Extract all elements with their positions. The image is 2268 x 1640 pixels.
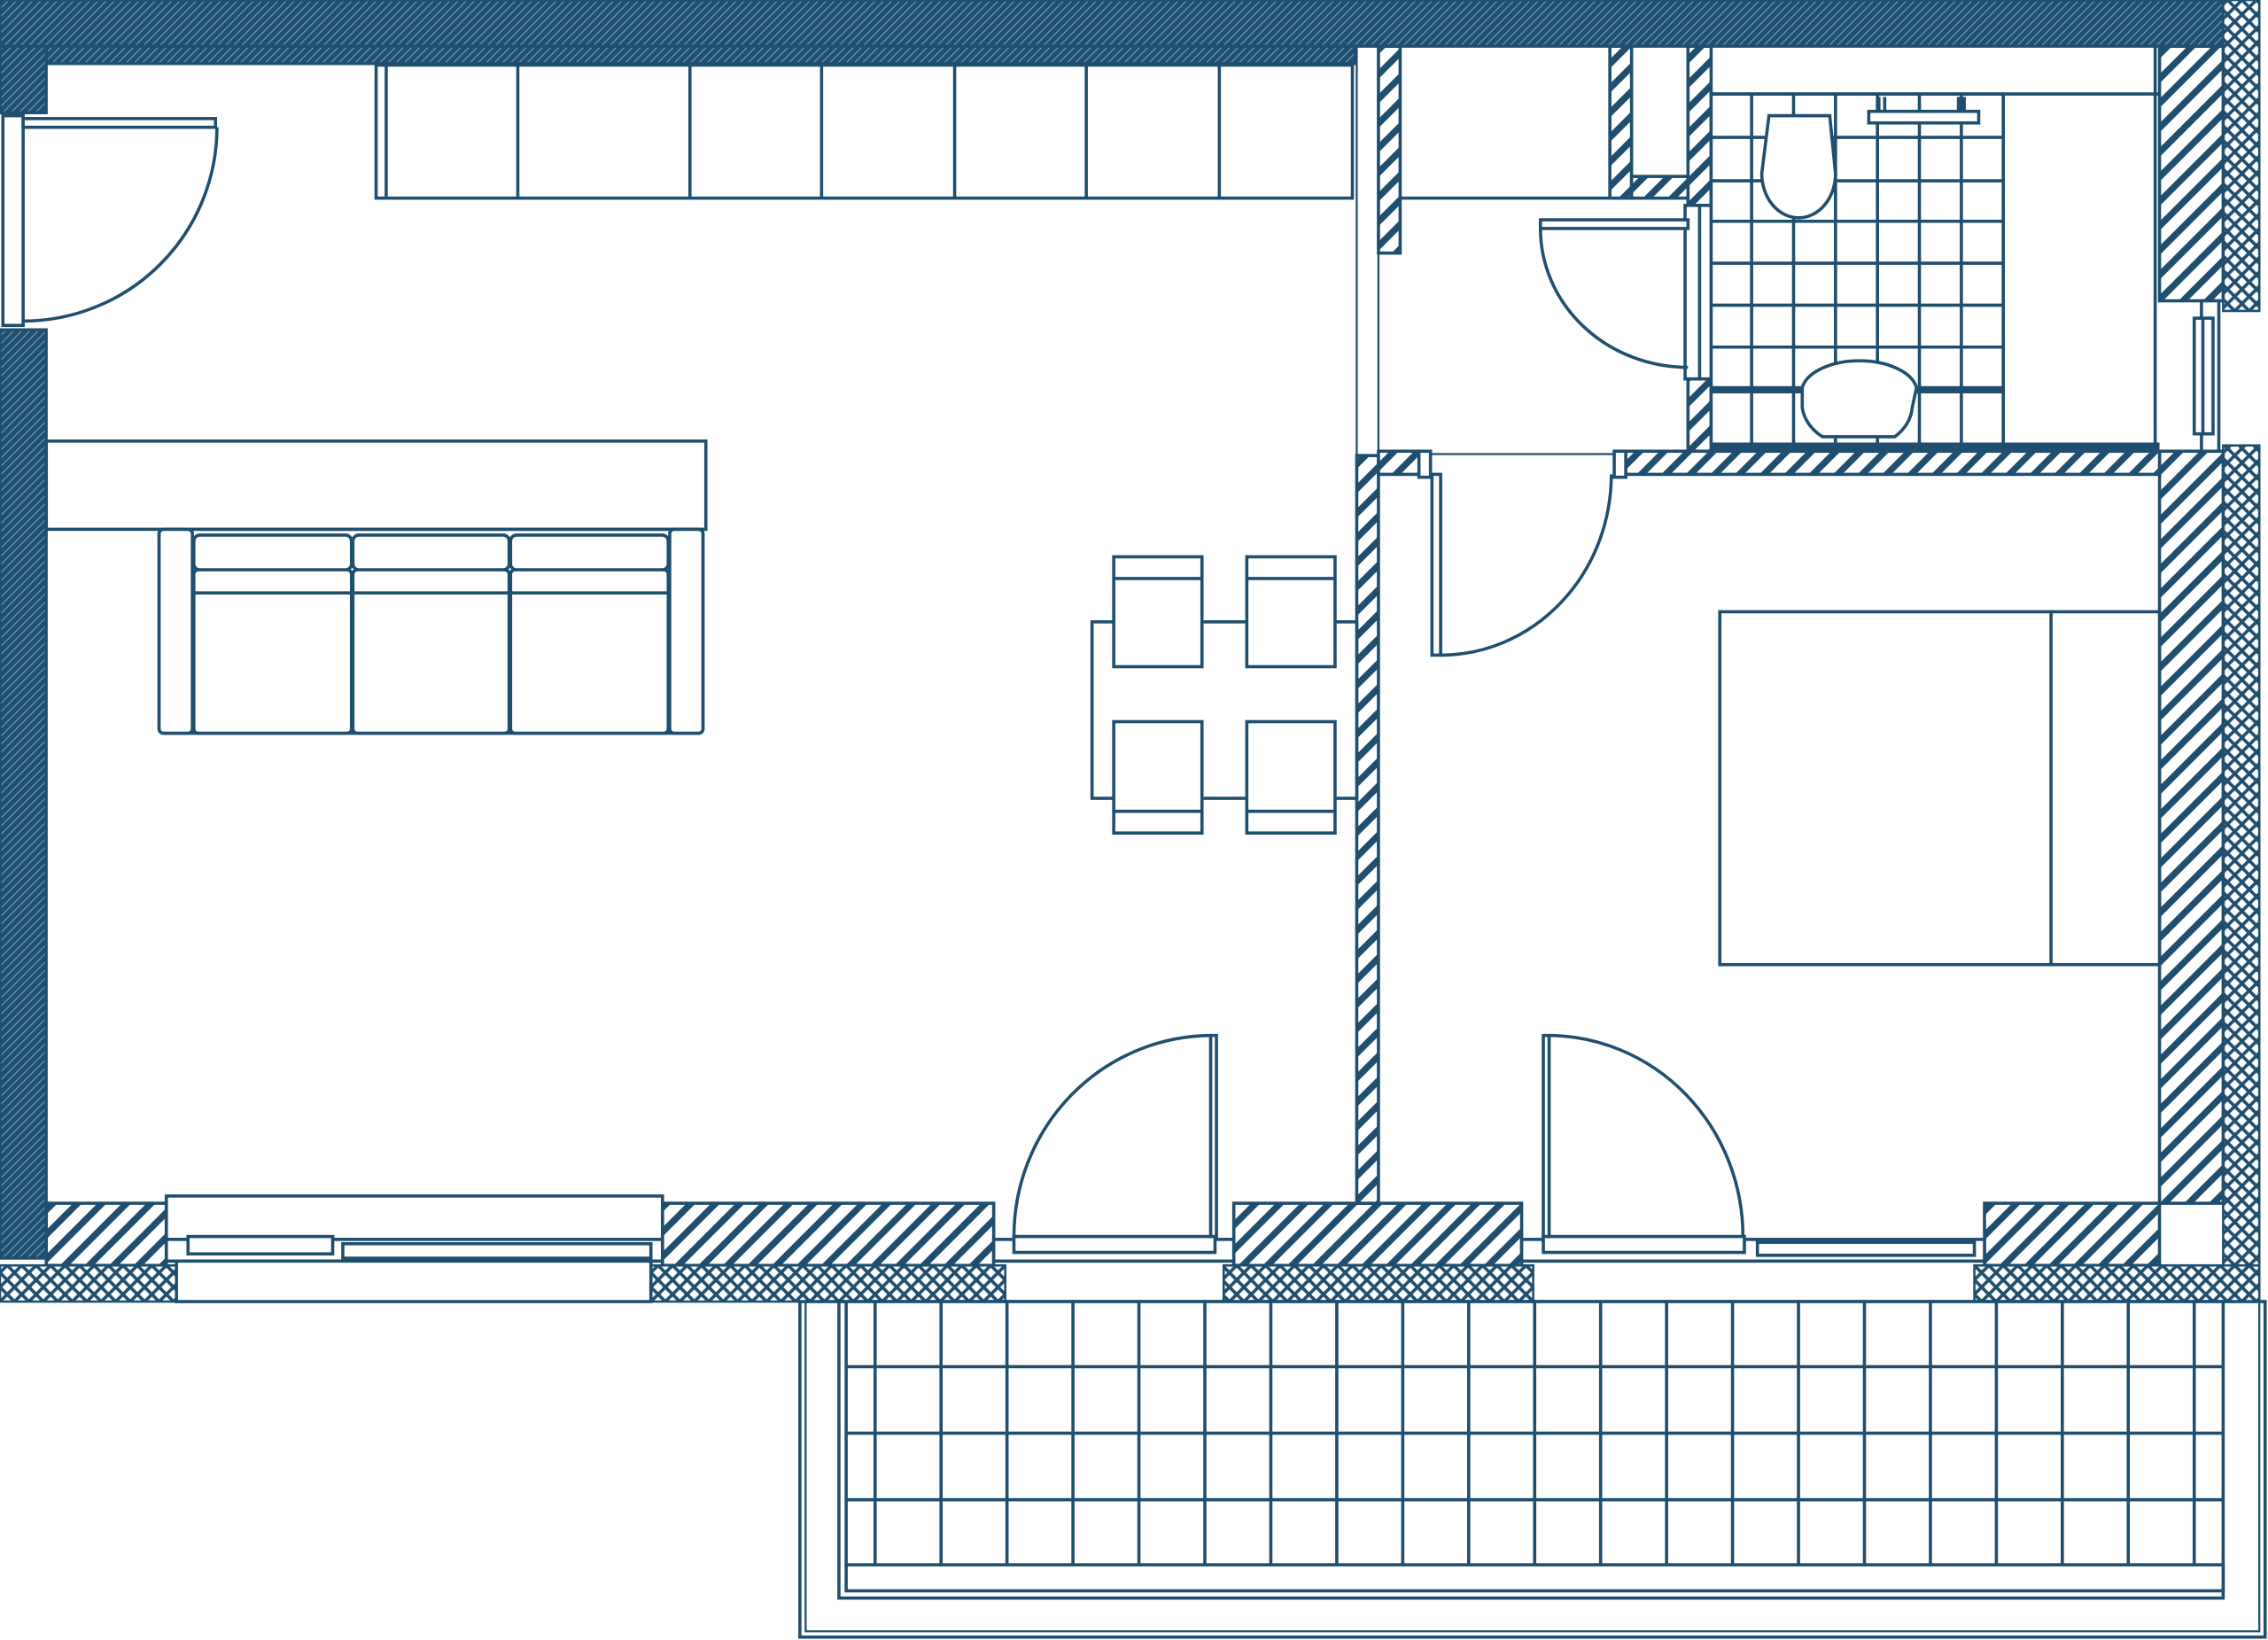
- sofa-armrest-right: [668, 527, 705, 735]
- door-leaf: [1208, 1033, 1218, 1239]
- balcony-door-left[interactable]: [991, 1033, 1236, 1263]
- dining-set: [1090, 555, 1359, 835]
- towel-rail: [1867, 97, 1981, 125]
- right-wall-lower: [2157, 449, 2225, 1205]
- door-swing-arc: [23, 127, 219, 323]
- bottom-wall-crosshatch: [0, 1263, 178, 1303]
- bottom-wall-segment: [1231, 1201, 1524, 1268]
- top-wall-inner-strip: [44, 44, 1357, 66]
- bedroom-door[interactable]: [1417, 449, 1627, 657]
- toilet: [1800, 359, 1919, 439]
- shaft-wall-bottom: [1629, 175, 1691, 200]
- bathroom-window: [2192, 299, 2221, 454]
- sofa-back-cushion: [191, 533, 353, 571]
- interior-walls: [1355, 44, 2162, 1205]
- balcony-railing: [844, 1563, 2225, 1593]
- shaft-wall: [1608, 44, 1634, 200]
- door-jamb: [1417, 449, 1433, 479]
- bathroom-bottom-wall: [1711, 442, 2160, 453]
- balcony-door-right[interactable]: [1519, 1033, 1986, 1263]
- left-wall-lower: [0, 328, 48, 1260]
- door-swing-arc: [1547, 1033, 1745, 1237]
- sofa-seat-cushion: [509, 568, 671, 735]
- sofa: [157, 527, 705, 735]
- bed-frame: [1718, 610, 2162, 967]
- left-wall-upper: [0, 44, 48, 114]
- chair: [1112, 555, 1204, 669]
- top-wall: [0, 0, 2225, 48]
- bathroom: [1683, 46, 2160, 453]
- chair: [1245, 719, 1337, 835]
- bed: [1718, 610, 2162, 967]
- counter-body: [374, 63, 1355, 200]
- bottom-wall-crosshatch: [1222, 1263, 1534, 1303]
- bottom-walls: [0, 1201, 2261, 1303]
- entrance-door[interactable]: [1, 113, 219, 328]
- bathroom-door-frame: [1683, 203, 1702, 381]
- door-leaf: [1430, 472, 1442, 657]
- right-wall-upper: [2157, 44, 2225, 303]
- bathroom-door[interactable]: [1538, 218, 1690, 369]
- living-window: [164, 1194, 664, 1303]
- right-wall-crosshatch-upper: [2222, 0, 2261, 313]
- door-leaf: [1542, 1033, 1551, 1239]
- bottom-wall-crosshatch: [649, 1263, 1006, 1303]
- door-jamb: [1612, 449, 1627, 479]
- bottom-wall-segment: [44, 1201, 168, 1268]
- door-frame: [1, 113, 25, 328]
- sofa-armrest-left: [157, 527, 194, 735]
- tv-shelf: [44, 439, 708, 532]
- door-swing-arc: [1012, 1033, 1213, 1237]
- chair: [1112, 719, 1204, 835]
- sofa-back-cushion: [351, 533, 511, 571]
- bedroom-top-wall-right: [1618, 449, 2162, 477]
- bathroom-wall-lower: [1686, 377, 1713, 454]
- bottom-wall-segment: [1983, 1201, 2162, 1268]
- bathroom-wall-upper: [1686, 44, 1713, 207]
- chair: [1245, 555, 1337, 669]
- balcony-floor: [837, 1300, 2225, 1600]
- sink: [1759, 113, 1837, 220]
- kitchen-counter: [374, 63, 1355, 200]
- door-leaf: [21, 117, 218, 129]
- balcony: [798, 1300, 2267, 1639]
- door-swing-arc: [1538, 228, 1689, 369]
- door-leaf: [1538, 218, 1690, 230]
- door-swing-arc: [1441, 474, 1613, 657]
- right-wall-crosshatch-lower: [2222, 444, 2261, 1303]
- balcony-tile-grid: [846, 1302, 2224, 1566]
- bottom-wall-crosshatch: [1973, 1263, 2261, 1303]
- sofa-back-cushion: [509, 533, 671, 571]
- hall-wall-upper: [1377, 44, 1402, 255]
- bottom-wall-segment: [660, 1201, 996, 1268]
- living-bedroom-wall: [1355, 454, 1380, 1205]
